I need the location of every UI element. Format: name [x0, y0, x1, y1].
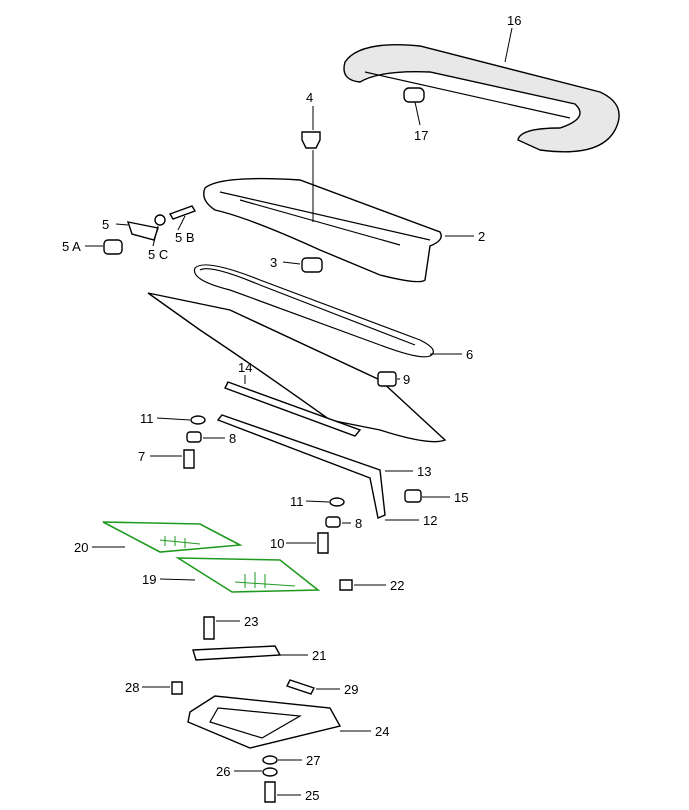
callout-27: 27: [306, 753, 320, 768]
leader-lines: [85, 27, 513, 796]
callout-25: 25: [305, 788, 319, 803]
part-3-nut[interactable]: [301, 257, 323, 273]
part-5c-washer[interactable]: [154, 214, 166, 226]
part-29-screw[interactable]: [286, 679, 315, 695]
part-9-clip[interactable]: [377, 371, 397, 387]
callout-14: 14: [238, 360, 252, 375]
callout-3: 3: [270, 255, 277, 270]
part-17-grommet[interactable]: [403, 87, 425, 103]
callout-4: 4: [306, 90, 313, 105]
part-5-bracket[interactable]: [126, 221, 159, 241]
callout-11a: 11: [140, 411, 154, 426]
part-4-cap[interactable]: [301, 131, 321, 149]
part-27-washer[interactable]: [262, 755, 278, 765]
part-11b-washer[interactable]: [329, 497, 345, 507]
callout-20: 20: [74, 540, 88, 555]
callout-23: 23: [244, 614, 258, 629]
part-16-spoiler[interactable]: [343, 44, 620, 153]
callout-labels: 16 4 17 2 5 5 A 5 C 5 B 3 6 9 14 11 8 7 …: [62, 13, 521, 803]
callout-16: 16: [507, 13, 521, 28]
callout-9: 9: [403, 372, 410, 387]
callout-17: 17: [414, 128, 428, 143]
part-2-engine-lid[interactable]: [203, 150, 442, 283]
part-26-washer[interactable]: [262, 767, 278, 777]
callout-12: 12: [423, 513, 437, 528]
callout-6: 6: [466, 347, 473, 362]
callout-5a: 5 A: [62, 239, 81, 254]
part-23-screw[interactable]: [203, 616, 215, 640]
callout-5b: 5 B: [175, 230, 195, 245]
callout-10: 10: [270, 536, 284, 551]
callout-8a: 8: [229, 431, 236, 446]
part-11a-washer[interactable]: [190, 415, 206, 425]
part-6-seal[interactable]: [193, 264, 434, 358]
part-15-nut[interactable]: [404, 489, 422, 503]
part-20-mat[interactable]: [102, 521, 243, 553]
part-10-screw[interactable]: [317, 532, 329, 554]
callout-13: 13: [417, 464, 431, 479]
callout-28: 28: [125, 680, 139, 695]
part-8b-spacer[interactable]: [325, 516, 341, 528]
part-13-strip[interactable]: [216, 414, 386, 519]
callout-26: 26: [216, 764, 230, 779]
callout-7: 7: [138, 449, 145, 464]
callout-15: 15: [454, 490, 468, 505]
callout-24: 24: [375, 724, 389, 739]
part-7-screw[interactable]: [183, 449, 195, 469]
callout-21: 21: [312, 648, 326, 663]
part-22-screw[interactable]: [339, 579, 353, 591]
part-24-tray[interactable]: [187, 695, 342, 749]
part-19-mat[interactable]: [175, 557, 321, 593]
part-25-screw[interactable]: [264, 781, 276, 803]
part-14-strip[interactable]: [224, 381, 362, 437]
part-21-strip[interactable]: [192, 645, 282, 661]
callout-11b: 11: [290, 494, 304, 509]
callout-19: 19: [142, 572, 156, 587]
callout-8b: 8: [355, 516, 362, 531]
part-28-screw[interactable]: [171, 681, 183, 695]
callout-22: 22: [390, 578, 404, 593]
callout-5: 5: [102, 217, 109, 232]
callout-29: 29: [344, 682, 358, 697]
part-5a-nut[interactable]: [103, 239, 123, 255]
callout-5c: 5 C: [148, 247, 168, 262]
part-5b-bolt[interactable]: [168, 205, 197, 220]
callout-2: 2: [478, 229, 485, 244]
part-8a-spacer[interactable]: [186, 431, 202, 443]
